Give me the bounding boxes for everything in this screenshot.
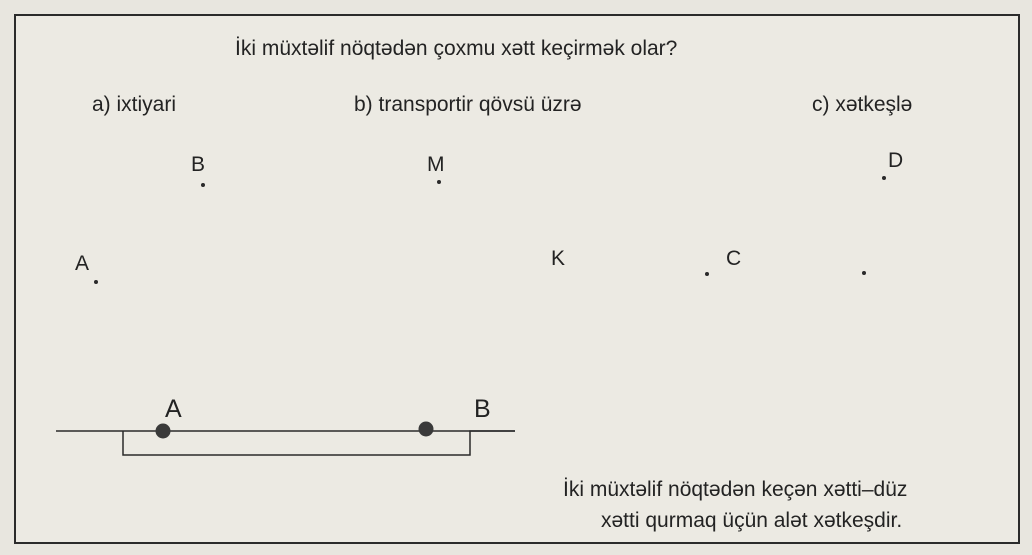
point-label-b: B: [191, 153, 206, 176]
option-c: c) xətkeşlə: [812, 93, 913, 116]
point-dot-k: [705, 272, 709, 276]
point-label-a: A: [75, 252, 90, 275]
point-label-d: D: [888, 149, 904, 172]
point-dot-m: [437, 180, 441, 184]
segment-label-a: A: [165, 395, 182, 423]
top-strip: [0, 0, 1032, 18]
point-dot-d: [882, 176, 886, 180]
segment-point-b: [418, 421, 434, 437]
question-text: İki müxtəlif nöqtədən çoxmu xətt keçirmə…: [235, 37, 678, 60]
point-label-k: K: [551, 247, 566, 270]
point-dot-c: [862, 271, 866, 275]
point-dot-b: [201, 183, 205, 187]
point-dot-a: [94, 280, 98, 284]
option-b: b) transportir qövsü üzrə: [354, 93, 582, 116]
caption-line-1: İki müxtəlif nöqtədən keçən xətti–düz: [563, 478, 908, 501]
point-label-m: M: [427, 153, 445, 176]
caption-line-2: xətti qurmaq üçün alət xətkeşdir.: [601, 509, 903, 532]
segment-point-a: [155, 423, 171, 439]
option-a: a) ixtiyari: [92, 93, 177, 116]
segment-label-b: B: [474, 395, 491, 423]
ruler-outline: [122, 430, 515, 456]
point-label-c: C: [726, 247, 742, 270]
